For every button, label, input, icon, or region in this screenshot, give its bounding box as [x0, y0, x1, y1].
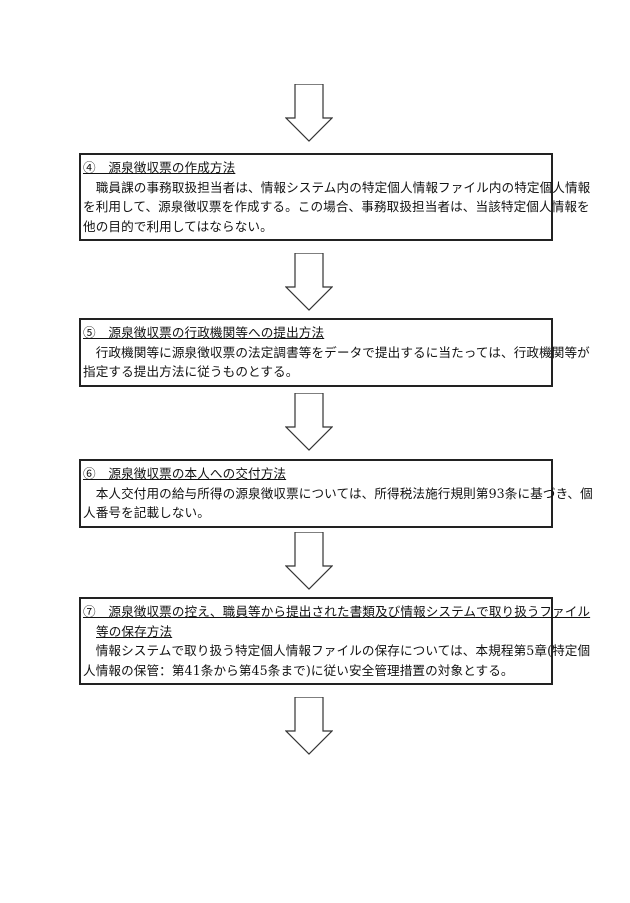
section-body-line: 情報システムで取り扱う特定個人情報ファイルの保存については、本規程第5章(特定個 — [83, 643, 591, 658]
down-arrow-icon — [285, 253, 333, 311]
section-4-box: ④ 源泉徴収票の作成方法 職員課の事務取扱担当者は、情報システム内の特定個人情報… — [79, 153, 591, 241]
section-body-line: 指定する提出方法に従うものとする。 — [83, 364, 299, 379]
section-7-box: ⑦ 源泉徴収票の控え、職員等から提出された書類及び情報システムで取り扱うファイル… — [79, 597, 591, 685]
down-arrow-icon — [285, 393, 333, 451]
section-body-line: 他の目的で利用してはならない。 — [83, 218, 273, 234]
section-title: ⑥ 源泉徴収票の本人への交付方法 — [83, 466, 287, 481]
down-arrow-icon — [285, 532, 333, 590]
section-title: ⑤ 源泉徴収票の行政機関等への提出方法 — [83, 325, 325, 340]
section-body-line: 人番号を記載しない。 — [83, 505, 210, 520]
section-title-cont: 等の保存方法 — [96, 623, 173, 639]
section-body-line: 人情報の保管：第41条から第45条まで)に従い安全管理措置の対象とする。 — [83, 662, 514, 678]
section-body-line: 職員課の事務取扱担当者は、情報システム内の特定個人情報ファイル内の特定個人情報 — [83, 179, 591, 195]
down-arrow-icon — [285, 697, 333, 755]
section-title: ⑦ 源泉徴収票の控え、職員等から提出された書類及び情報システムで取り扱うファイル — [83, 604, 591, 619]
section-body-line: を利用して、源泉徴収票を作成する。この場合、事務取扱担当者は、当該特定個人情報を — [83, 199, 590, 214]
section-6-box: ⑥ 源泉徴収票の本人への交付方法 本人交付用の給与所得の源泉徴収票については、所… — [79, 459, 593, 528]
section-title: ④ 源泉徴収票の作成方法 — [83, 160, 236, 175]
down-arrow-icon — [285, 84, 333, 142]
section-body-line: 行政機関等に源泉徴収票の法定調書等をデータで提出するに当たっては、行政機関等が — [83, 344, 590, 360]
section-5-box: ⑤ 源泉徴収票の行政機関等への提出方法 行政機関等に源泉徴収票の法定調書等をデー… — [79, 318, 590, 387]
section-body-line: 本人交付用の給与所得の源泉徴収票については、所得税法施行規則第93条に基づき、個 — [83, 485, 593, 501]
